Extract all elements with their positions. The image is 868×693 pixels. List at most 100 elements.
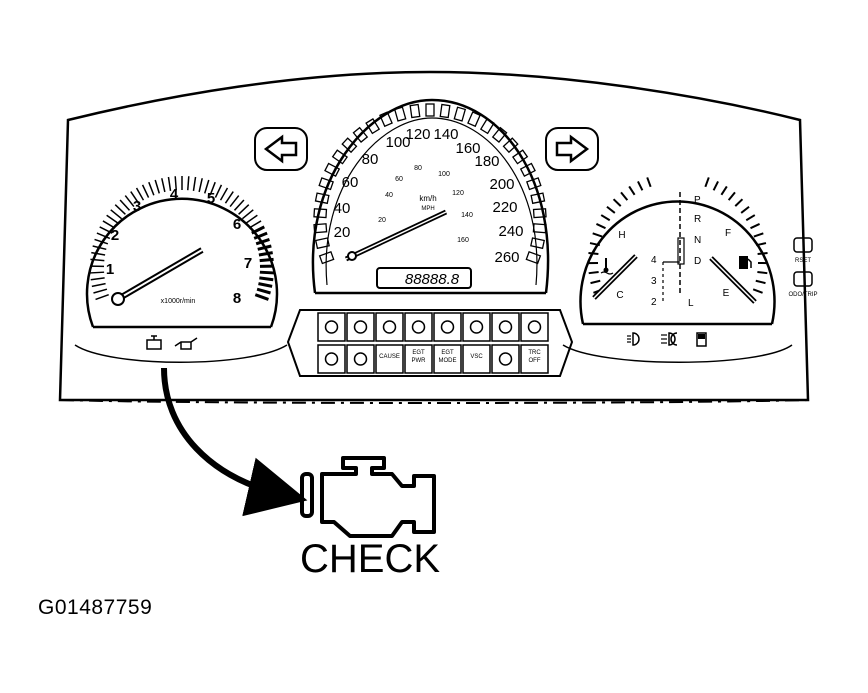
warning-glyph-icon (324, 352, 339, 366)
combo-tick (753, 232, 764, 238)
speed-label-160: 160 (455, 140, 480, 157)
speed-label-260: 260 (494, 249, 519, 266)
gear-label-p: P (694, 195, 701, 206)
tach-tick (229, 195, 240, 208)
warning-cell-label: VSC (470, 354, 483, 360)
speed-unit-top: km/h (419, 194, 436, 203)
gear-label-d: D (694, 256, 701, 267)
tach-tick (119, 199, 131, 211)
warning-cell (346, 312, 375, 342)
tach-tick (258, 251, 273, 257)
rset-button[interactable]: RSET (793, 237, 813, 264)
speed-label-40: 40 (334, 200, 351, 217)
gear-label-n: N (694, 235, 701, 246)
tach-tick (94, 238, 109, 245)
combo-tick (727, 191, 736, 201)
tach-tick (110, 209, 123, 220)
warning-glyph-icon (469, 320, 484, 334)
speed-label-20: 20 (334, 224, 351, 241)
speed-needle-hub (347, 251, 357, 261)
warning-cell (317, 312, 346, 342)
warning-glyph-icon (353, 352, 368, 366)
fuel-empty-label: E (723, 288, 730, 299)
tach-needle-hub (111, 292, 125, 306)
speed-label-220: 220 (492, 199, 517, 216)
combo-tick (588, 270, 599, 275)
tach-label-1: 1 (106, 261, 114, 278)
speed-block (491, 126, 508, 143)
warning-cell-label: TRC (528, 350, 541, 356)
oil-pressure-icon (174, 337, 198, 350)
speed-inner-20: 20 (378, 217, 386, 224)
speed-label-200: 200 (489, 176, 514, 193)
speed-inner-40: 40 (385, 192, 393, 199)
tach-tick (192, 176, 197, 191)
speed-block (314, 192, 330, 205)
warning-cell (433, 312, 462, 342)
warning-cell (433, 344, 462, 374)
warning-glyph-icon (527, 320, 542, 334)
tach-tick (259, 276, 274, 282)
combo-tick (757, 270, 768, 275)
warning-cell (491, 344, 520, 374)
odo-trip-button[interactable]: ODO/TRIP (788, 271, 818, 298)
combo-tick (588, 252, 599, 256)
combo-tick (757, 252, 768, 256)
warning-cell-label: PWR (412, 358, 427, 364)
tach-label-5: 5 (207, 190, 215, 207)
speed-block (318, 250, 335, 265)
tach-tick (254, 293, 269, 301)
temp-high-label: H (618, 230, 625, 241)
warning-cell (404, 312, 433, 342)
tach-tick (114, 204, 126, 215)
warning-glyph-icon (353, 320, 368, 334)
rset-label: RSET (795, 258, 811, 264)
tach-tick (209, 181, 216, 196)
speed-inner-120: 120 (452, 190, 464, 197)
tach-tick (174, 176, 177, 191)
figure-id: G01487759 (38, 596, 153, 619)
speed-block (393, 106, 407, 122)
tach-tick (255, 238, 270, 246)
speed-unit-bottom: MPH (421, 206, 434, 212)
warning-cell (346, 344, 375, 374)
warning-cell-label: MODE (439, 358, 457, 364)
combo-tick (612, 198, 622, 207)
combo-tick (606, 205, 616, 214)
tach-tick (141, 184, 150, 198)
combo-gauge: H C F E P R N D L 4 3 2 (562, 177, 793, 363)
speed-block (479, 118, 495, 135)
gear-label-l: L (688, 298, 694, 309)
warning-glyph-icon (440, 320, 455, 334)
tach-tick (245, 214, 258, 224)
combo-tick (620, 191, 629, 201)
warning-cell-label: EGT (412, 350, 425, 356)
warning-cell (404, 344, 433, 374)
warning-glyph-icon (498, 352, 513, 366)
callout-arrow (161, 367, 308, 517)
speed-inner-100: 100 (438, 171, 450, 178)
tachometer-tick-marks (90, 176, 275, 301)
tach-tick (99, 226, 113, 234)
speed-label-140: 140 (433, 126, 458, 143)
callout-label: CHECK (300, 537, 440, 581)
combo-tick (590, 279, 601, 285)
tachometer: 1 2 3 4 5 6 7 8 x1000r/min (74, 176, 288, 363)
warning-cell (375, 312, 404, 342)
tach-tick (219, 187, 229, 201)
speed-label-120: 120 (405, 126, 430, 143)
warning-glyph-icon (324, 320, 339, 334)
tach-tick (203, 179, 210, 194)
tach-tick (154, 179, 161, 194)
combo-tick (704, 177, 710, 188)
cluster-housing (58, 70, 810, 402)
combo-tick (589, 242, 601, 247)
speed-block (453, 106, 467, 122)
speed-block (331, 149, 349, 165)
speed-block (409, 103, 421, 119)
gear-label-r: R (694, 214, 701, 225)
tach-tick (102, 220, 116, 229)
combo-tick (712, 180, 719, 191)
fuel-door-icon (696, 332, 707, 347)
tach-tick (90, 271, 105, 274)
